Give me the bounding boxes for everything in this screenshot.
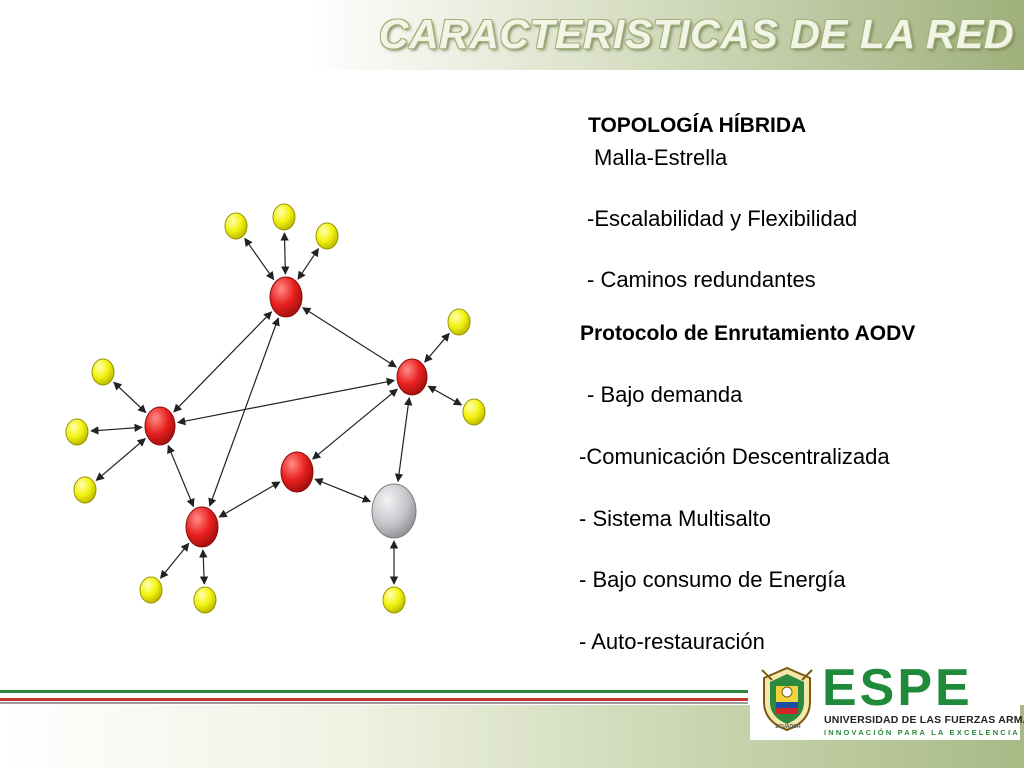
edge-hub-right-leaf-4 — [424, 332, 450, 363]
edge-hub-left-hub-bottom — [167, 444, 195, 508]
protocol-item: -Comunicación Descentralizada — [579, 444, 890, 469]
leaf-node-leaf-5 — [462, 398, 486, 426]
protocol-item: - Sistema Multisalto — [579, 506, 771, 531]
protocol-heading: Protocolo de Enrutamiento AODV — [580, 322, 916, 345]
edge-hub-center-gateway — [314, 478, 372, 503]
footer-stripe-green — [0, 690, 748, 693]
edge-hub-top-leaf-1 — [244, 237, 275, 281]
edge-hub-top-hub-right — [302, 307, 397, 368]
edge-hub-center-hub-bottom — [218, 481, 281, 518]
brand-tagline: INNOVACIÓN PARA LA EXCELENCIA — [824, 728, 1020, 737]
footer-stripe-gray — [0, 702, 748, 704]
leaf-node-leaf-7 — [65, 418, 89, 446]
edge-hub-right-hub-center — [312, 388, 398, 460]
edge-hub-bottom-leaf-10 — [199, 549, 209, 585]
topology-item: -Escalabilidad y Flexibilidad — [587, 206, 858, 231]
footer-stripe-red — [0, 698, 748, 701]
header-bar: CARACTERISTICAS DE LA RED — [0, 0, 1024, 70]
emblem-caption: ECUADOR — [775, 724, 801, 730]
router-node-hub-center — [280, 451, 314, 493]
leaf-node-leaf-8 — [73, 476, 97, 504]
leaf-node-leaf-10 — [193, 586, 217, 614]
edge-hub-top-hub-bottom — [208, 317, 280, 507]
leaf-node-leaf-9 — [139, 576, 163, 604]
protocol-item: - Bajo consumo de Energía — [579, 567, 846, 592]
edge-hub-top-leaf-3 — [297, 247, 319, 280]
slide-title: CARACTERISTICAS DE LA RED — [378, 11, 1014, 57]
edge-hub-bottom-leaf-9 — [159, 542, 190, 579]
gateway-node-gateway — [371, 483, 417, 539]
edge-layer — [90, 232, 463, 585]
network-diagram — [65, 203, 486, 614]
university-emblem-icon — [761, 666, 813, 732]
router-node-hub-bottom — [185, 506, 219, 548]
router-node-hub-left — [144, 406, 176, 446]
edge-hub-right-hub-left — [176, 377, 396, 426]
node-layer — [65, 203, 486, 614]
edge-hub-left-leaf-8 — [95, 438, 146, 481]
leaf-node-leaf-1 — [224, 212, 248, 240]
edge-hub-top-leaf-2 — [280, 232, 290, 275]
router-node-hub-top — [269, 276, 303, 318]
leaf-node-leaf-4 — [447, 308, 471, 336]
topology-item: - Caminos redundantes — [587, 267, 816, 292]
leaf-node-leaf-3 — [315, 222, 339, 250]
protocol-item: - Bajo demanda — [587, 382, 743, 407]
edge-hub-right-gateway — [394, 396, 413, 483]
edge-hub-left-leaf-6 — [113, 381, 147, 414]
edge-hub-top-hub-left — [173, 311, 273, 413]
edge-hub-right-leaf-5 — [427, 385, 463, 406]
leaf-node-leaf-11 — [382, 586, 406, 614]
brand-university: UNIVERSIDAD DE LAS FUERZAS ARMADAS — [824, 714, 1024, 726]
edge-hub-left-leaf-7 — [90, 423, 143, 435]
topology-heading: TOPOLOGÍA HÍBRIDA — [588, 114, 807, 137]
router-node-hub-right — [396, 358, 428, 396]
leaf-node-leaf-2 — [272, 203, 296, 231]
protocol-item: - Auto-restauración — [579, 629, 765, 654]
footer-stripe-white — [0, 695, 748, 697]
brand-name: ESPE — [822, 659, 973, 717]
leaf-node-leaf-6 — [91, 358, 115, 386]
topology-subtitle: Malla-Estrella — [594, 145, 728, 170]
